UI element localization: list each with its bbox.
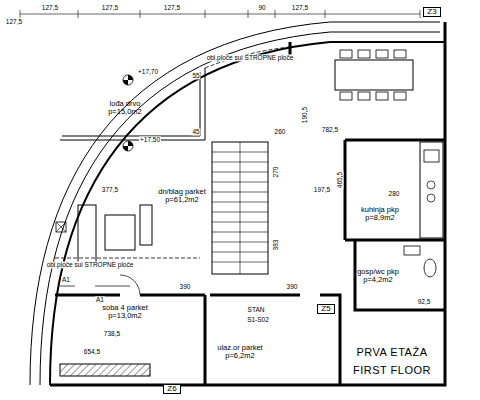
dimension-text: 127,5 [5, 18, 23, 25]
dimension-line [20, 10, 420, 18]
chair [340, 50, 352, 58]
kitchen-counter [420, 142, 443, 238]
dimension-text: 127,5 [291, 4, 309, 11]
room-text: p=4,2m2 [357, 276, 399, 284]
room-label: kuhinja pkpp=8,9m2 [359, 205, 401, 224]
ceiling-slab-line [55, 46, 300, 258]
room-label: ulaz.or parketp=6,2m2 [215, 343, 264, 362]
room-label: soba 4 parketp=13,0m2 [100, 303, 149, 322]
column [56, 222, 66, 232]
plan-note: S1-S02 [246, 316, 270, 323]
stair [212, 142, 268, 274]
stair-treads [212, 142, 268, 274]
room-text: ulaz.or parket [217, 344, 262, 352]
section-line [60, 286, 130, 287]
room-text: Z5 [321, 305, 330, 314]
zone-tag: Z3 [423, 7, 440, 18]
outer-wall [50, 42, 445, 385]
hob [427, 194, 435, 202]
zone-tag: Z6 [163, 384, 180, 395]
hob [427, 181, 435, 189]
outer-edge [30, 22, 440, 385]
door-swing [120, 275, 140, 295]
chair [394, 50, 406, 58]
dimension-text: 654,5 [83, 348, 101, 355]
room-label: lođa drvop=15,0m2 [106, 99, 144, 118]
dimension-text: +17,70 [137, 68, 159, 75]
dimension-text: 390 [286, 283, 299, 290]
interior-wall [50, 22, 445, 385]
plan-note: A1 [95, 296, 105, 303]
dimension-text: 92,5 [417, 298, 432, 305]
room-text: lođa drvo [108, 100, 142, 108]
dimension-text: 197,5 [313, 186, 331, 193]
chair [358, 92, 370, 100]
stair-rail [240, 142, 241, 274]
wardrobe [60, 364, 150, 376]
dining-table [335, 60, 413, 90]
toilet [424, 259, 436, 277]
dimension-text: 45 [191, 128, 200, 135]
kitchen-sink [424, 150, 439, 162]
dimension-text: 782,5 [321, 126, 339, 133]
room-text: Z6 [167, 385, 176, 394]
dimension-text: 377,5 [101, 186, 119, 193]
room-text: Z3 [427, 8, 436, 17]
dimension-text: 127,5 [163, 4, 181, 11]
dimension-text: 465,5 [336, 171, 343, 189]
dimension-text: 280 [388, 190, 401, 197]
dimension-text: 190,5 [301, 106, 308, 124]
coffee-table [105, 215, 135, 250]
room-text: p=61,2m2 [158, 196, 206, 204]
dimension-text: 127,5 [41, 4, 59, 11]
plan-note: STAN [247, 306, 266, 313]
dimension-text: 270 [272, 166, 279, 179]
room-text: p=13,0m2 [102, 312, 147, 320]
room-text: dn/blag parket [158, 188, 206, 196]
room-label: dn/blag parketp=61,2m2 [156, 187, 208, 206]
plan-note: obl.ploče sui STROPNE ploče [206, 54, 295, 61]
plan-note: obl.ploče sui STROPNE ploče [46, 261, 135, 268]
dimension-text: 383 [272, 239, 279, 252]
railing [60, 68, 205, 140]
zone-tag: Z5 [317, 304, 334, 315]
level-marker-fill [123, 141, 133, 151]
room-text: p=6,2m2 [217, 352, 262, 360]
dimension-text: +17,50 [139, 136, 161, 143]
dimension-text: 738,5 [103, 330, 121, 337]
chairs [340, 50, 406, 100]
balcony-edge [40, 32, 440, 385]
chair [376, 92, 388, 100]
dimension-text: 90 [257, 4, 266, 11]
room-label: gosp/wc pkpp=4,2m2 [355, 267, 401, 286]
level-marker-fill [123, 75, 133, 85]
dimension-text: 127,5 [101, 4, 119, 11]
chair [340, 92, 352, 100]
dimension-text: 260 [274, 128, 287, 135]
drawing-title: PRVA ETAŽA [356, 346, 427, 358]
room-text: gosp/wc pkp [357, 268, 399, 276]
chair [358, 50, 370, 58]
sofa [78, 205, 96, 263]
drawing-caption: FIRST FLOOR [353, 364, 431, 376]
room-text: p=15,0m2 [108, 108, 142, 116]
level-marker [123, 75, 133, 85]
room-text: kuhinja pkp [361, 206, 399, 214]
column-cross [56, 222, 66, 232]
room-text: soba 4 parket [102, 304, 147, 312]
dimension-text: 390 [179, 283, 192, 290]
level-marker [123, 141, 133, 151]
plan-note: A1 [61, 276, 71, 283]
washbasin [404, 246, 420, 255]
armchair [140, 205, 152, 245]
room-text: p=8,9m2 [361, 214, 399, 222]
chair [394, 92, 406, 100]
chair [376, 50, 388, 58]
dimension-text: 55 [191, 72, 200, 79]
